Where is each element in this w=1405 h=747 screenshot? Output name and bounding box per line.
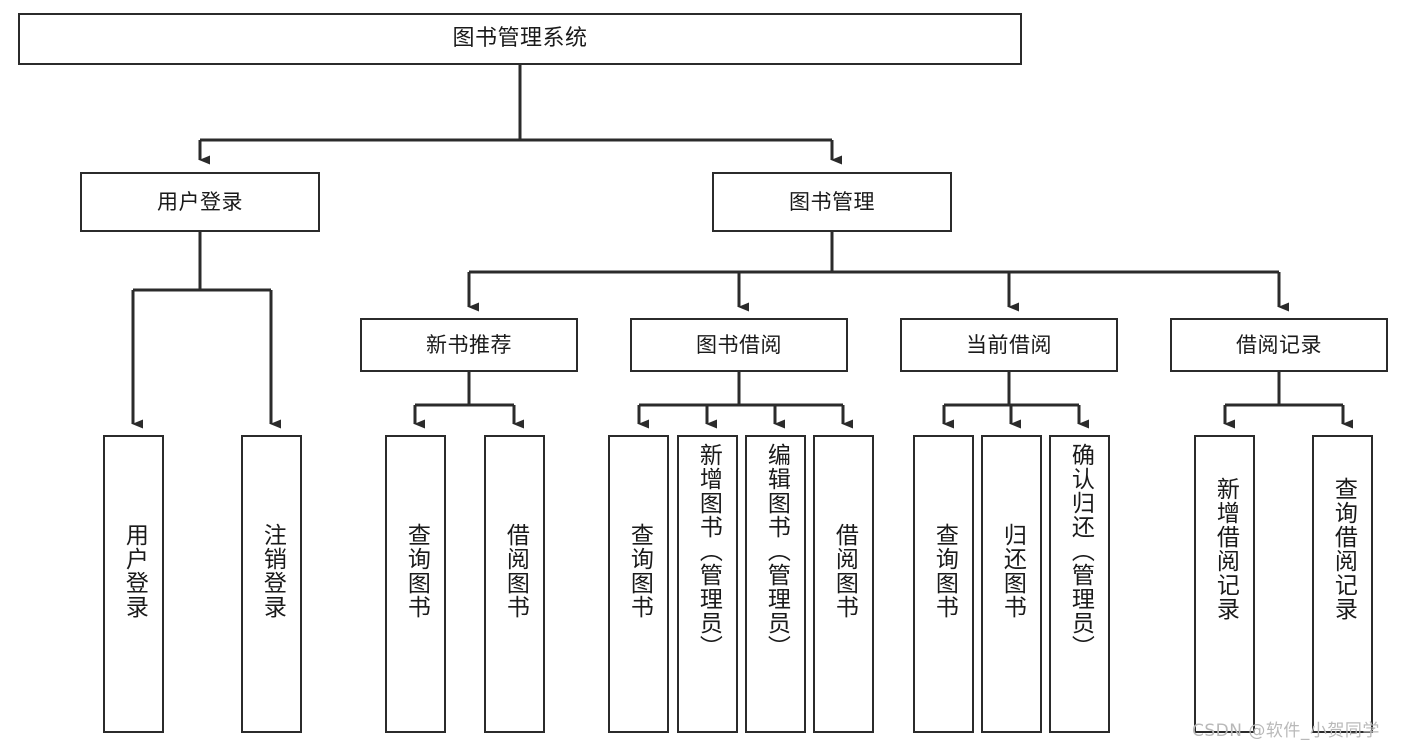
node-leaf-confirm-return[interactable]: 确认归还（管理员）	[1049, 435, 1110, 733]
node-leaf-query-book-1-label: 查询图书	[403, 523, 430, 619]
node-leaf-logout-label: 注销登录	[259, 523, 286, 619]
node-leaf-user-login-label: 用户登录	[121, 523, 148, 619]
node-leaf-add-book-label: 新增图书（管理员）	[695, 443, 722, 659]
node-book-borrow-label: 图书借阅	[696, 332, 782, 357]
csdn-watermark: CSDN @软件_小贺同学	[1192, 716, 1380, 741]
node-leaf-confirm-return-label: 确认归还（管理员）	[1067, 443, 1094, 659]
node-leaf-return-book-label: 归还图书	[999, 523, 1026, 619]
node-leaf-query-book-3-label: 查询图书	[931, 523, 958, 619]
node-leaf-logout[interactable]: 注销登录	[241, 435, 302, 733]
node-leaf-borrow-book-1-label: 借阅图书	[502, 523, 529, 619]
node-current-borrow-label: 当前借阅	[966, 332, 1052, 357]
node-current-borrow[interactable]: 当前借阅	[900, 318, 1118, 372]
node-leaf-query-book-2-label: 查询图书	[626, 523, 653, 619]
node-leaf-return-book[interactable]: 归还图书	[981, 435, 1042, 733]
node-leaf-edit-book-label: 编辑图书（管理员）	[763, 443, 790, 659]
node-leaf-query-book-1[interactable]: 查询图书	[385, 435, 446, 733]
node-leaf-borrow-book-2[interactable]: 借阅图书	[813, 435, 874, 733]
node-leaf-query-book-2[interactable]: 查询图书	[608, 435, 669, 733]
node-book-borrow[interactable]: 图书借阅	[630, 318, 848, 372]
node-leaf-user-login[interactable]: 用户登录	[103, 435, 164, 733]
node-leaf-borrow-book-1[interactable]: 借阅图书	[484, 435, 545, 733]
node-leaf-query-record[interactable]: 查询借阅记录	[1312, 435, 1373, 733]
node-leaf-query-record-label: 查询借阅记录	[1330, 477, 1357, 621]
node-new-book-rec[interactable]: 新书推荐	[360, 318, 578, 372]
node-leaf-edit-book[interactable]: 编辑图书（管理员）	[745, 435, 806, 733]
node-leaf-query-book-3[interactable]: 查询图书	[913, 435, 974, 733]
node-borrow-record-label: 借阅记录	[1236, 332, 1322, 357]
node-book-manage[interactable]: 图书管理	[712, 172, 952, 232]
node-user-login-label: 用户登录	[157, 189, 243, 214]
node-leaf-add-book[interactable]: 新增图书（管理员）	[677, 435, 738, 733]
node-user-login[interactable]: 用户登录	[80, 172, 320, 232]
node-leaf-add-record[interactable]: 新增借阅记录	[1194, 435, 1255, 733]
node-new-book-rec-label: 新书推荐	[426, 332, 512, 357]
node-leaf-borrow-book-2-label: 借阅图书	[831, 523, 858, 619]
node-borrow-record[interactable]: 借阅记录	[1170, 318, 1388, 372]
node-root[interactable]: 图书管理系统	[18, 13, 1022, 65]
node-book-manage-label: 图书管理	[789, 189, 875, 214]
node-root-label: 图书管理系统	[452, 26, 588, 52]
node-leaf-add-record-label: 新增借阅记录	[1212, 477, 1239, 621]
csdn-watermark-text: CSDN @软件_小贺同学	[1192, 721, 1380, 741]
